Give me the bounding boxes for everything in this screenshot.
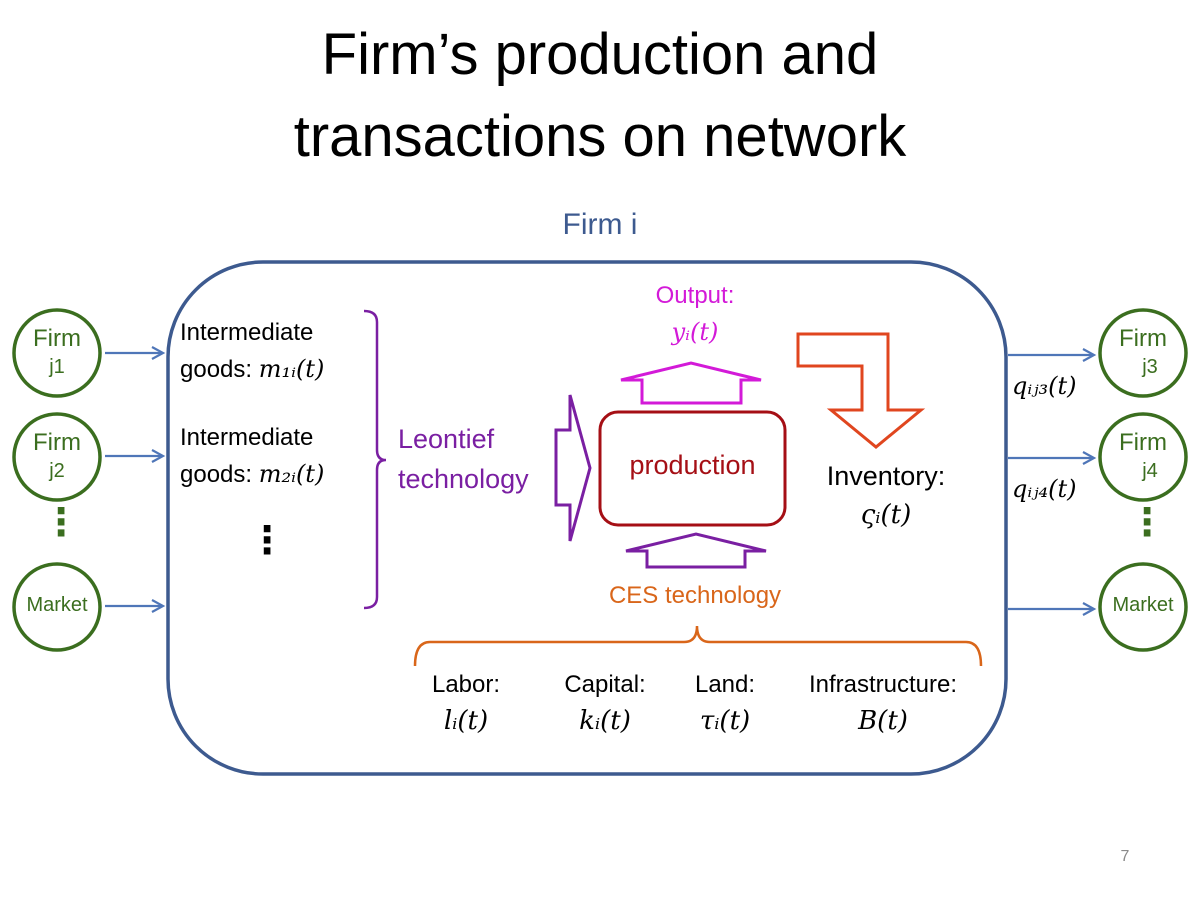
- ces-brace: [413, 625, 983, 667]
- slide-title-line1: Firm’s production and: [321, 22, 879, 87]
- flow-q4: qᵢⱼ₄(t): [1012, 475, 1077, 503]
- firm-j3-node: [1098, 308, 1188, 398]
- output-math: yᵢ(t): [671, 318, 719, 346]
- arrowhead-market-in: [151, 599, 166, 613]
- right-market-node: [1098, 562, 1188, 652]
- intermediate-1-line2: goods: m₁ᵢ(t): [180, 352, 324, 387]
- factor-capital-math: kᵢ(t): [579, 706, 631, 736]
- factor-land-label: Land:: [694, 671, 756, 698]
- firm-j1-node: [12, 308, 102, 398]
- input-arrows: [105, 346, 166, 613]
- production-label: production: [629, 450, 756, 480]
- intermediate-2-math: m₂ᵢ(t): [258, 460, 325, 488]
- left-dots: ⋮: [42, 502, 80, 544]
- intermediate-dots: ⋮: [248, 520, 286, 562]
- firm-j3-id: j3: [1142, 356, 1158, 378]
- firm-j4-id: j4: [1142, 460, 1158, 482]
- intermediate-1-line1: Intermediate: [180, 319, 314, 346]
- arrowhead-j4-out: [1082, 451, 1097, 465]
- arrowhead-j3-out: [1082, 348, 1097, 362]
- factor-infrastructure-label: Infrastructure:: [808, 671, 958, 698]
- factor-labor-math: lᵢ(t): [443, 706, 489, 736]
- leontief-label-line2: technology: [398, 464, 529, 494]
- inputs-brace: [363, 309, 387, 610]
- left-market-label: Market: [26, 594, 88, 616]
- intermediate-1-prefix: goods:: [180, 356, 259, 383]
- factor-infrastructure-math: B(t): [858, 706, 908, 736]
- firm-j1-label: Firm: [33, 325, 81, 352]
- output-label: Output:: [655, 282, 735, 309]
- arrowhead-market-out: [1082, 602, 1097, 616]
- firm-j2-id: j2: [49, 460, 65, 482]
- page-number: 7: [1120, 848, 1130, 865]
- firm-j1-id: j1: [49, 356, 65, 378]
- intermediate-1-math: m₁ᵢ(t): [258, 355, 325, 383]
- leontief-label-line1: Leontief: [398, 424, 495, 454]
- intermediate-2-line2: goods: m₂ᵢ(t): [180, 457, 324, 492]
- firm-j2-label: Firm: [33, 429, 81, 456]
- slide-title-line2: transactions on network: [293, 104, 907, 169]
- factor-labor-label: Labor:: [431, 671, 501, 698]
- factor-capital-label: Capital:: [564, 671, 646, 698]
- inventory-math: ςᵢ(t): [860, 500, 912, 530]
- ces-label: CES technology: [608, 582, 782, 609]
- right-market-label: Market: [1112, 594, 1174, 616]
- arrowhead-j1-in: [151, 346, 166, 360]
- ces-arrow: [625, 532, 767, 569]
- inventory-arrow: [796, 332, 926, 449]
- production-box: [598, 410, 787, 527]
- inventory-label: Inventory:: [826, 461, 946, 491]
- firm-box: [166, 260, 1008, 776]
- output-arrows: [1008, 348, 1097, 616]
- firm-j2-node: [12, 412, 102, 502]
- left-market-node: [12, 562, 102, 652]
- firm-j4-label: Firm: [1119, 429, 1167, 456]
- intermediate-2-line1: Intermediate: [180, 424, 314, 451]
- firm-j3-label: Firm: [1119, 325, 1167, 352]
- leontief-arrow: [554, 394, 592, 542]
- flow-q3: qᵢⱼ₃(t): [1012, 372, 1077, 400]
- firm-j4-node: [1098, 412, 1188, 502]
- firm-box-label: Firm i: [562, 208, 638, 241]
- right-dots: ⋮: [1128, 502, 1166, 544]
- arrowhead-j2-in: [151, 449, 166, 463]
- output-arrow: [620, 361, 762, 405]
- intermediate-2-prefix: goods:: [180, 461, 259, 488]
- factor-land-math: τᵢ(t): [699, 706, 751, 736]
